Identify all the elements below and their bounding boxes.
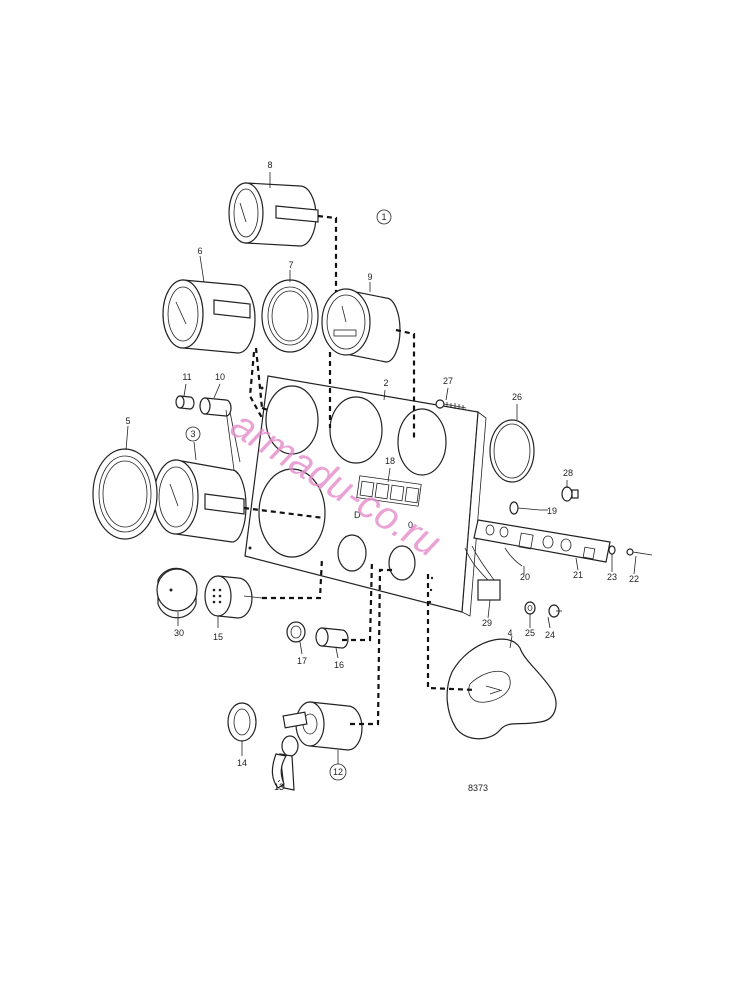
callout-10: 10 (215, 372, 225, 382)
gauge-3-assembly (153, 459, 247, 543)
callout-21: 21 (573, 570, 583, 580)
assembly-lines (243, 214, 477, 726)
drawing-number: 8373 (468, 783, 488, 793)
callout-15: 15 (213, 632, 223, 642)
callout-12: 12 (333, 767, 343, 777)
callout-16: 16 (334, 660, 344, 670)
bezel-ring-5 (92, 448, 158, 540)
callout-8: 8 (267, 160, 272, 170)
callout-20: 20 (520, 572, 530, 582)
ring-26 (489, 419, 535, 483)
washer-23 (608, 545, 616, 555)
callout-14: 14 (237, 758, 247, 768)
callout-25: 25 (525, 628, 535, 638)
bezel-ring-7 (261, 279, 319, 353)
callout-24: 24 (545, 630, 555, 640)
callout-11: 11 (182, 372, 191, 382)
connector-29 (464, 545, 501, 601)
callout-3: 3 (190, 429, 195, 439)
svg-text:0: 0 (408, 520, 413, 530)
nut-17 (286, 621, 306, 643)
pin-19 (509, 501, 541, 515)
gauge-8 (228, 182, 319, 247)
callout-1-circle (376, 209, 392, 225)
callout-27: 27 (443, 376, 453, 386)
gauge-6 (162, 279, 256, 354)
callout-26: 26 (512, 392, 522, 402)
callout-23: 23 (607, 572, 617, 582)
callout-2: 2 (383, 378, 388, 388)
callout-4: 4 (507, 628, 512, 638)
callout-5: 5 (125, 416, 130, 426)
knob-28 (561, 486, 579, 502)
callout-13: 13 (274, 782, 284, 792)
switch-bracket-21 (473, 519, 611, 563)
keys-13 (271, 735, 299, 791)
instrument-panel: D 0 (244, 375, 487, 617)
callout-1: 1 (381, 212, 386, 222)
callout-9: 9 (367, 272, 372, 282)
callout-30: 30 (174, 628, 184, 638)
screw-22 (626, 548, 653, 556)
ring-14 (227, 702, 257, 742)
control-cover-4 (446, 638, 557, 740)
screw-27 (435, 399, 467, 410)
callout-labels: 8 1 6 7 9 2 27 26 11 10 3 5 18 28 19 20 … (125, 160, 639, 792)
screw-24 (548, 604, 562, 618)
lamp-holder-10 (199, 397, 232, 417)
ignition-switch-12 (282, 701, 363, 751)
gauge-9 (321, 288, 401, 363)
cap-30 (156, 567, 198, 619)
leader-lines (125, 172, 637, 783)
callout-22: 22 (629, 574, 639, 584)
washer-25 (524, 601, 536, 615)
bulb-11 (175, 395, 195, 410)
wire-20 (504, 547, 523, 567)
svg-text:D: D (354, 510, 361, 520)
callout-12-circle (329, 763, 347, 781)
callout-19: 19 (547, 506, 557, 516)
callout-28: 28 (563, 468, 573, 478)
callout-6: 6 (197, 246, 202, 256)
callout-29: 29 (482, 618, 492, 628)
callout-18: 18 (385, 456, 395, 466)
connector-15 (204, 575, 263, 619)
callout-17: 17 (297, 656, 307, 666)
callout-3-circle (185, 426, 201, 442)
switch-16 (315, 627, 349, 649)
callout-7: 7 (288, 260, 293, 270)
